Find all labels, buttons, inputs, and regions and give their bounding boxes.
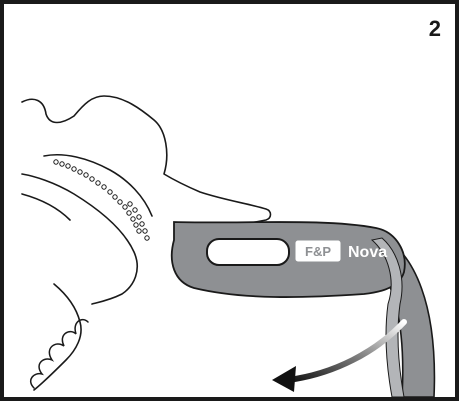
strap-inner-lining [370,237,405,397]
strap-slot [206,238,290,266]
brand-logo-badge [295,240,341,262]
step-number: 2 [428,16,441,41]
curved-arrow-down-left-icon [272,319,407,392]
face-outline [21,95,272,391]
mask-fitting-illustration: F&P Nova [21,95,436,397]
product-name: Nova [348,244,387,261]
hair-outline [30,318,89,389]
brand-logo: F&P [305,244,331,259]
mask-vent-holes [53,159,150,241]
